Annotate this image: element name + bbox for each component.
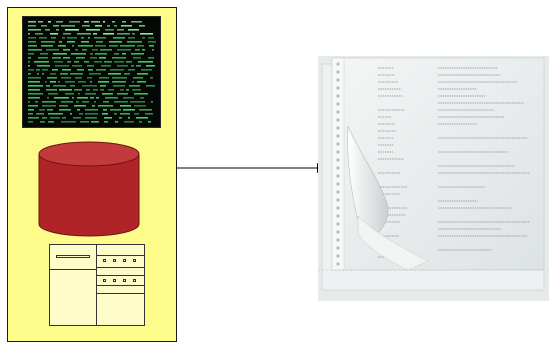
window-field-marker — [103, 259, 106, 262]
connector-arrow — [177, 163, 326, 173]
terminal-screen-icon — [22, 16, 161, 128]
window-field-marker — [123, 279, 126, 282]
window-field-marker — [133, 279, 136, 282]
window-field-marker — [123, 259, 126, 262]
window-divider — [97, 285, 144, 286]
window-field-marker — [113, 259, 116, 262]
window-field-marker — [133, 259, 136, 262]
database-icon — [38, 141, 140, 237]
window-field-marker — [113, 279, 116, 282]
window-divider — [97, 293, 144, 294]
window-divider — [97, 275, 144, 276]
window-divider — [97, 255, 144, 256]
window-title-bar — [56, 255, 90, 258]
window-divider — [97, 267, 144, 268]
window-field-marker — [103, 279, 106, 282]
window-divider — [50, 269, 97, 270]
terminal-text-lines — [28, 21, 156, 123]
form-window-icon — [49, 244, 145, 326]
window-left-pane — [50, 245, 97, 325]
printed-report-image — [318, 56, 549, 301]
